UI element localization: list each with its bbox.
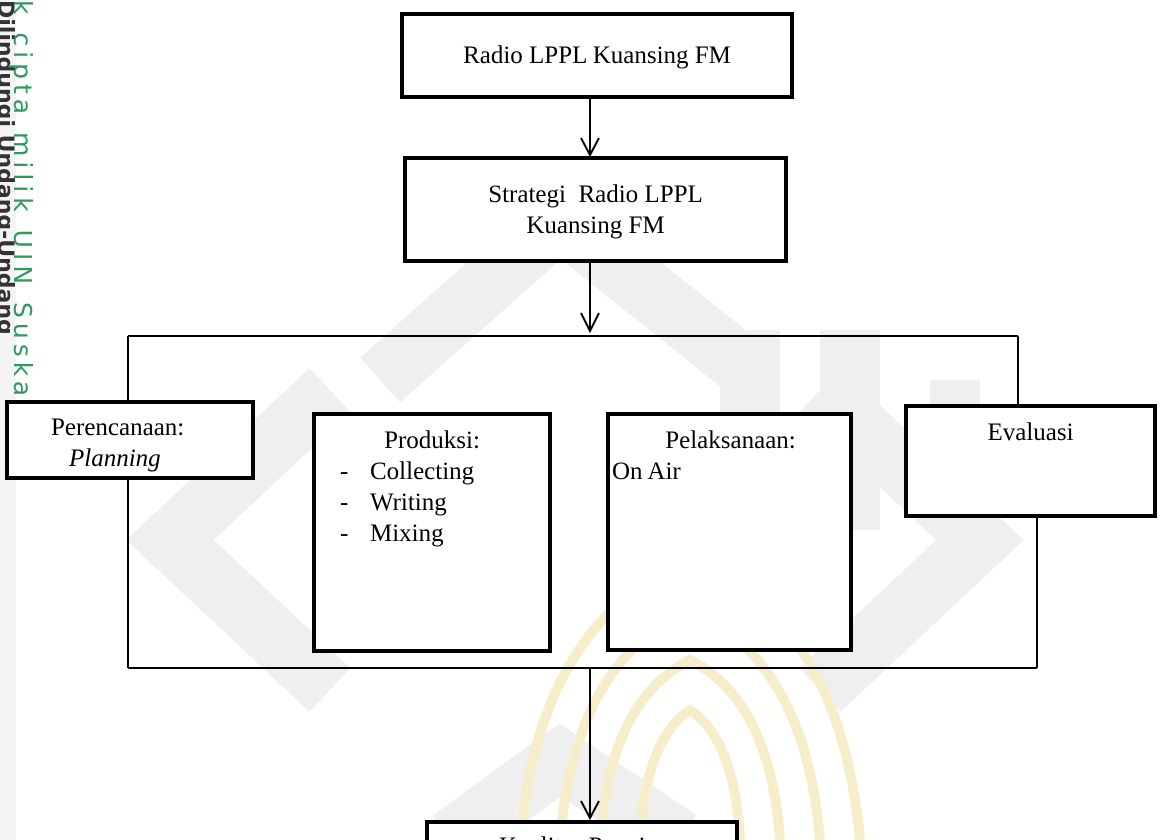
strategy-box-line1: Strategi Radio LPPL [488, 180, 703, 208]
production-steps-list: -Collecting -Writing -Mixing [338, 456, 548, 549]
evaluation-box: Evaluasi [904, 404, 1157, 518]
planning-box-subtitle: Planning [69, 445, 161, 472]
strategy-box-line2: Kuansing FM [526, 211, 665, 239]
planning-box-title: Perencanaan: [51, 414, 185, 441]
margin-watermark-dark-text: Dilindungi Undang-Undang [0, 0, 17, 335]
evaluation-box-label: Evaluasi [987, 419, 1074, 446]
production-box: Produksi: -Collecting -Writing -Mixing [312, 412, 552, 653]
radio-box-label: Radio LPPL Kuansing FM [463, 42, 731, 69]
margin-watermark-text: k cipta milik UIN Suska [8, 0, 37, 402]
radio-box: Radio LPPL Kuansing FM [400, 12, 794, 99]
production-step: -Mixing [340, 520, 444, 547]
watermark-chevron-left [126, 368, 351, 712]
arrowhead-top-to-strategy [580, 137, 600, 158]
production-step-label: Mixing [370, 520, 444, 547]
strategy-box: Strategi Radio LPPL Kuansing FM [403, 156, 788, 263]
execution-box-title: Pelaksanaan: [665, 427, 796, 454]
execution-box: Pelaksanaan: On Air [606, 412, 853, 652]
production-step: -Collecting [340, 458, 475, 485]
result-box: Kualitas Penyiar [425, 820, 739, 840]
production-step-label: Writing [370, 489, 447, 516]
result-box-label: Kualitas Penyiar [499, 831, 665, 840]
arrowhead-merge-to-result [580, 800, 600, 821]
execution-box-detail: On Air [612, 458, 681, 485]
production-step: -Writing [340, 489, 447, 516]
arrowhead-strategy-to-branch [580, 312, 600, 334]
production-box-title: Produksi: [384, 427, 480, 454]
planning-box: Perencanaan: Planning [5, 400, 255, 480]
production-step-label: Collecting [370, 458, 475, 485]
